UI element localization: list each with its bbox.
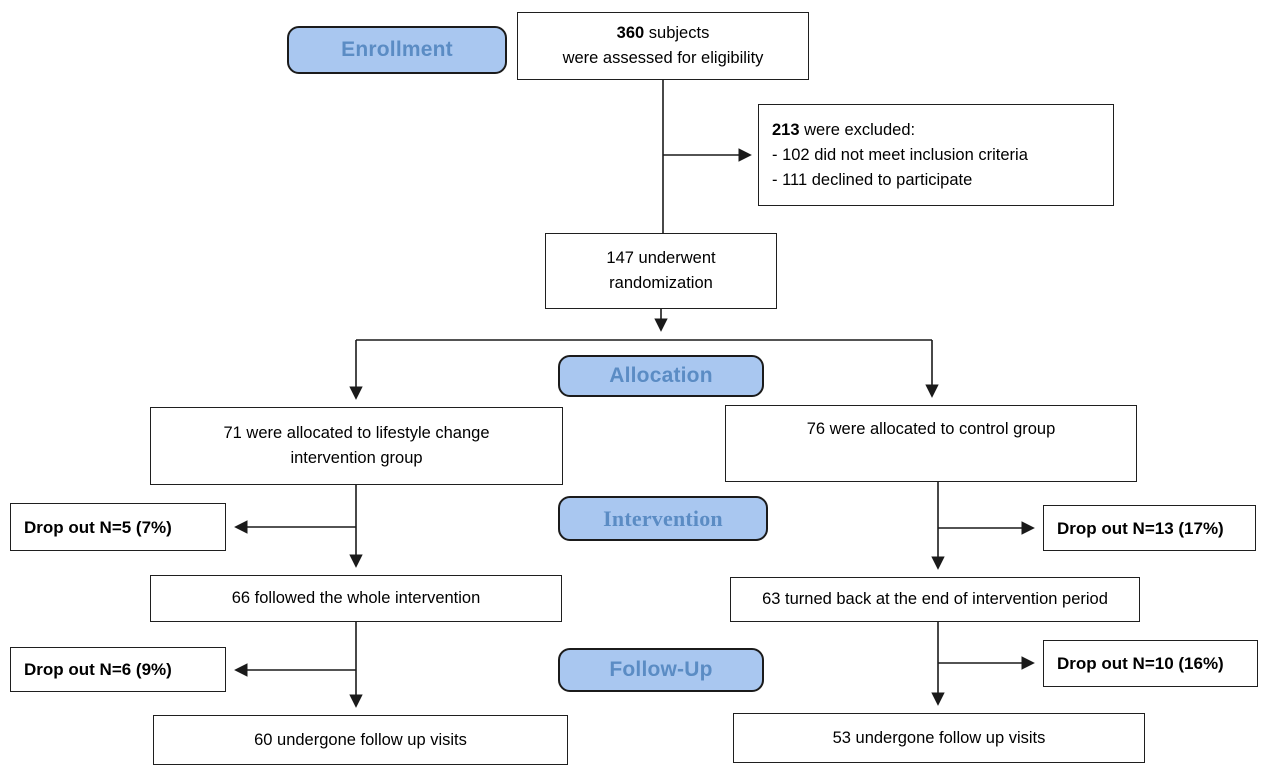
dropout-text: Drop out N=5 (7%) [24, 517, 172, 537]
excluded-item: - 111 declined to participate [772, 170, 973, 189]
box-assessed-for-eligibility: 360 subjects were assessed for eligibili… [517, 12, 809, 80]
eligibility-line1: 360 subjects [617, 21, 710, 46]
box-allocated-intervention-group: 71 were allocated to lifestyle change in… [150, 407, 563, 485]
alloc-right-text: 76 were allocated to control group [806, 420, 1056, 438]
box-allocated-control-group: 76 were allocated to control group [725, 405, 1137, 482]
excluded-count: 213 [772, 120, 800, 139]
followup-right-text: 53 undergone follow up visits [832, 728, 1046, 747]
box-dropout-intervention-left: Drop out N=5 (7%) [10, 503, 226, 551]
alloc-left-line2: intervention group [290, 449, 423, 467]
dropout-text: Drop out N=13 (17%) [1057, 518, 1224, 538]
box-followed-intervention: 66 followed the whole intervention [150, 575, 562, 622]
excluded-title-rest: were excluded: [799, 120, 916, 139]
excluded-item: - 102 did not meet inclusion criteria [772, 145, 1028, 164]
box-dropout-intervention-right: Drop out N=13 (17%) [1043, 505, 1256, 551]
intervention-right-text: 63 turned back at the end of interventio… [762, 590, 1108, 608]
intervention-left-text: 66 followed the whole intervention [231, 589, 481, 607]
box-followup-visits-left: 60 undergone follow up visits [153, 715, 568, 765]
box-randomization: 147 underwent randomization [545, 233, 777, 309]
alloc-left-line1: 71 were allocated to lifestyle change [223, 424, 490, 442]
eligibility-line2: were assessed for eligibility [562, 49, 764, 67]
box-turned-back: 63 turned back at the end of interventio… [730, 577, 1140, 622]
eligibility-line1-rest: subjects [644, 24, 710, 42]
stage-label-allocation: Allocation [558, 355, 764, 397]
box-dropout-followup-right: Drop out N=10 (16%) [1043, 640, 1258, 687]
stage-label-intervention: Intervention [558, 496, 768, 541]
dropout-text: Drop out N=10 (16%) [1057, 654, 1224, 673]
box-excluded: 213 were excluded: - 102 did not meet in… [758, 104, 1114, 206]
excluded-title: 213 were excluded: [772, 118, 915, 143]
randomization-line1: 147 underwent [606, 249, 716, 267]
box-followup-visits-right: 53 undergone follow up visits [733, 713, 1145, 763]
stage-label-enrollment: Enrollment [287, 26, 507, 74]
eligibility-count: 360 [616, 24, 645, 42]
dropout-text: Drop out N=6 (9%) [24, 660, 172, 679]
followup-left-text: 60 undergone follow up visits [254, 730, 467, 749]
box-dropout-followup-left: Drop out N=6 (9%) [10, 647, 226, 692]
stage-label-followup: Follow-Up [558, 648, 764, 692]
randomization-line2: randomization [609, 274, 713, 292]
